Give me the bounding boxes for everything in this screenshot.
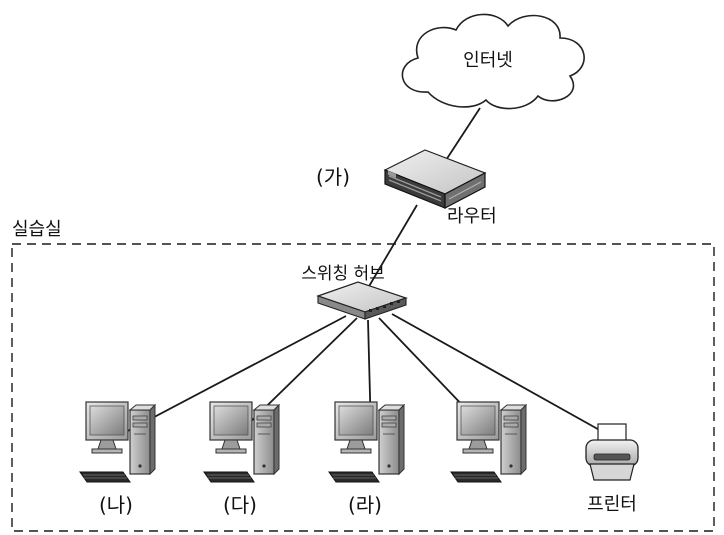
pc-marker-3: (라) [348,493,382,517]
printer-body [585,439,639,467]
pc-3 [328,401,405,483]
printer-label: 프린터 [587,494,637,515]
printer-paper [597,423,627,443]
router-device [383,149,487,209]
router-label: 라우터 [447,206,497,227]
link-router-hub [367,204,418,289]
internet-cloud: 인터넷 [401,13,585,110]
room-label: 실습실 [12,219,62,240]
cloud-shape [401,13,585,110]
classroom-boundary [11,243,715,532]
pc-1 [79,401,156,483]
internet-label: 인터넷 [463,50,513,71]
printer-tray [589,463,635,481]
printer-device [585,423,639,481]
hub-label: 스위칭 허브 [301,264,385,284]
link-hub-printer [391,313,613,438]
pc-marker-1: (나) [99,493,133,517]
pc-4 [450,401,527,483]
switching-hub [316,281,408,320]
router-marker: (가) [316,165,350,189]
pc-2 [203,401,280,483]
pc-marker-2: (다) [223,493,257,517]
link-hub-pc1 [121,315,347,435]
